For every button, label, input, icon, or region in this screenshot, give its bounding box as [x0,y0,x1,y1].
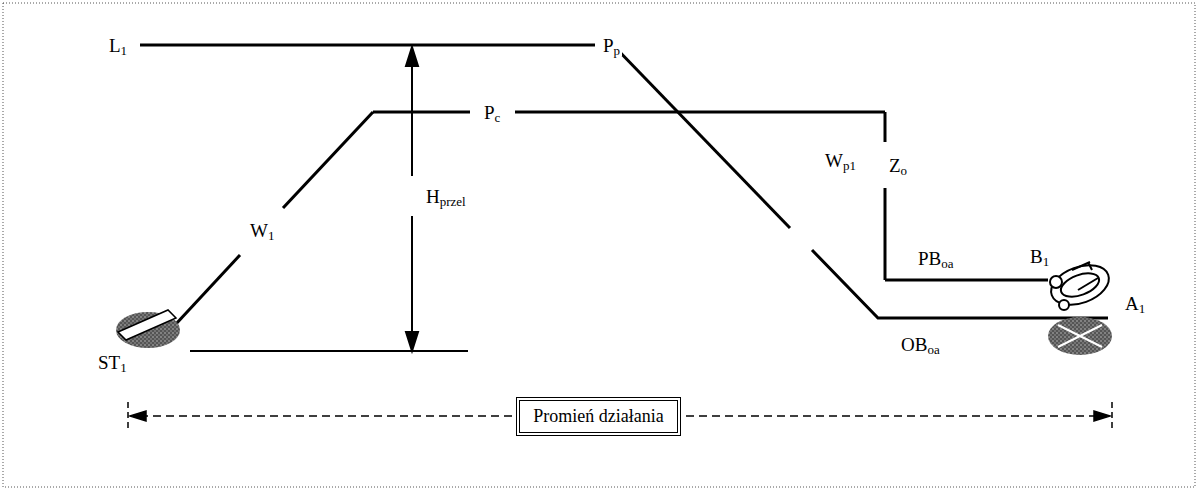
symbol-label: PBoa [916,248,956,269]
landing-pad [1048,317,1112,355]
climb-line [175,255,240,325]
helicopter-symbol [1046,258,1115,312]
symbol-label: Pp [601,35,622,56]
symbol-label: Zo [887,155,909,176]
symbol-label: L1 [107,35,129,56]
arrow-head [406,332,418,351]
descent-line [613,45,790,228]
symbol-label: Pc [482,102,502,123]
dimension-line [411,62,413,176]
symbol-label: B1 [1028,246,1051,267]
ground-level-line [190,350,468,352]
symbol-label: OBoa [899,334,942,355]
arrow-head [406,47,418,66]
arrow-head [1094,411,1110,421]
range-box: Promień działania [516,397,681,436]
range-label: Promień działania [533,406,663,427]
climb-line [283,112,373,208]
symbol-label: Wp1 [823,150,858,171]
symbol-label: ST1 [96,352,129,373]
dimension-line [411,216,413,336]
symbol-label: Hprzel [424,186,468,207]
start-pad [116,310,180,348]
level-line [140,44,595,47]
cruise-line [373,111,470,114]
frame [3,3,1195,487]
arrow-head [130,411,146,421]
approach-line [885,279,1048,282]
cruise-line [515,111,885,114]
symbol-label: A1 [1123,293,1147,314]
symbol-label: W1 [248,220,276,241]
descent-vertical [884,188,887,280]
descent-vertical [884,112,887,142]
descent-line [812,250,1108,318]
